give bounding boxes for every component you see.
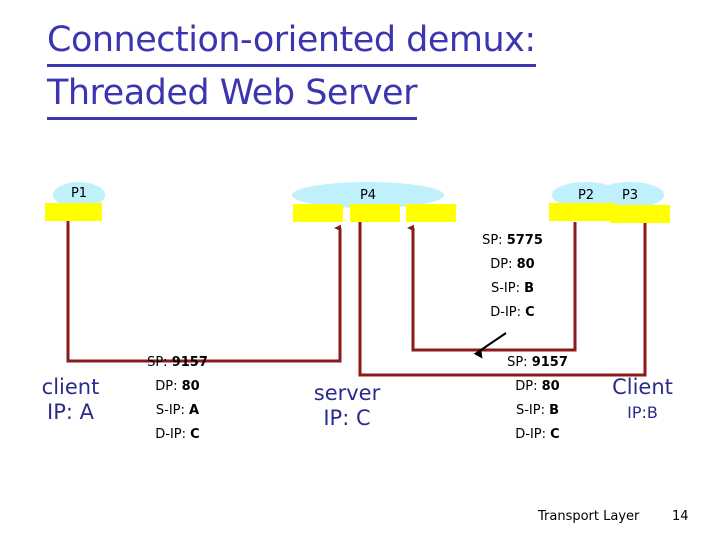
packet-value: 80: [541, 379, 560, 394]
packet-header-left: SP: 9157 DP: 80 S-IP: A D-IP: C: [110, 351, 245, 447]
packet-value: C: [190, 427, 200, 442]
packet-label: S-IP:: [155, 403, 185, 418]
host-client-a: client IP: A: [18, 375, 123, 425]
packet-value: A: [189, 403, 200, 418]
host-ip: IP: C: [323, 406, 371, 430]
packet-line: S-IP: A: [110, 399, 245, 423]
packet-line: SP: 9157: [110, 351, 245, 375]
packet-header-middle: SP: 5775 DP: 80 S-IP: B D-IP: C: [440, 229, 585, 325]
socket-p4-2[interactable]: [350, 204, 400, 222]
packet-value: B: [524, 281, 535, 296]
packet-label: DP:: [490, 257, 513, 272]
packet-line: DP: 80: [440, 253, 585, 277]
packet-line: S-IP: B: [440, 277, 585, 301]
packet-line: DP: 80: [470, 375, 605, 399]
packet-value: 80: [181, 379, 200, 394]
packet-value: 9157: [171, 355, 208, 370]
page-title-line-1: Connection-oriented demux:: [47, 18, 536, 67]
packet-label: D-IP:: [490, 305, 522, 320]
host-client-b: Client IP:B: [590, 375, 695, 425]
host-ip: IP: A: [47, 400, 94, 424]
packet-line: SP: 5775: [440, 229, 585, 253]
page-title-line-2: Threaded Web Server: [47, 71, 417, 120]
host-server-c: server IP: C: [292, 381, 402, 431]
packet-value: 9157: [531, 355, 568, 370]
packet-line: DP: 80: [110, 375, 245, 399]
packet-pointer-arrow: [473, 332, 507, 359]
footer-page-number: 14: [672, 509, 689, 524]
socket-p2p3-1[interactable]: [549, 203, 615, 221]
process-label-p2: P2: [577, 188, 595, 203]
socket-p4-1[interactable]: [293, 204, 343, 222]
host-name: client: [41, 375, 100, 399]
packet-label: SP:: [147, 355, 168, 370]
packet-value: B: [549, 403, 560, 418]
packet-line: S-IP: B: [470, 399, 605, 423]
host-ip: IP:B: [627, 403, 658, 422]
process-label-p4: P4: [359, 188, 377, 203]
process-ellipse-p4: [292, 182, 444, 208]
packet-label: S-IP:: [490, 281, 520, 296]
page-title: Connection-oriented demux: Threaded Web …: [47, 18, 687, 124]
packet-header-right: SP: 9157 DP: 80 S-IP: B D-IP: C: [470, 351, 605, 447]
wire-p4-socket2-to-p2: [358, 222, 647, 377]
process-label-p1: P1: [70, 186, 88, 201]
packet-line: D-IP: C: [440, 301, 585, 325]
packet-value: 5775: [506, 233, 543, 248]
packet-label: D-IP:: [515, 427, 547, 442]
host-name: Client: [612, 375, 673, 399]
packet-label: SP:: [507, 355, 528, 370]
wire-p1-to-p4-socket1: [66, 215, 342, 363]
footer-title: Transport Layer: [538, 509, 640, 524]
packet-value: C: [525, 305, 535, 320]
wire-p3-to-p4-socket3: [413, 222, 577, 352]
packet-label: DP:: [515, 379, 538, 394]
packet-label: S-IP:: [515, 403, 545, 418]
packet-label: DP:: [155, 379, 178, 394]
socket-p1-1[interactable]: [45, 203, 102, 221]
packet-value: C: [550, 427, 560, 442]
process-label-p3: P3: [621, 188, 639, 203]
packet-line: D-IP: C: [470, 423, 605, 447]
packet-label: D-IP:: [155, 427, 187, 442]
packet-line: D-IP: C: [110, 423, 245, 447]
packet-value: 80: [516, 257, 535, 272]
socket-p2p3-2[interactable]: [610, 205, 670, 223]
socket-p4-3[interactable]: [406, 204, 456, 222]
packet-label: SP:: [482, 233, 503, 248]
packet-line: SP: 9157: [470, 351, 605, 375]
host-name: server: [313, 381, 381, 405]
